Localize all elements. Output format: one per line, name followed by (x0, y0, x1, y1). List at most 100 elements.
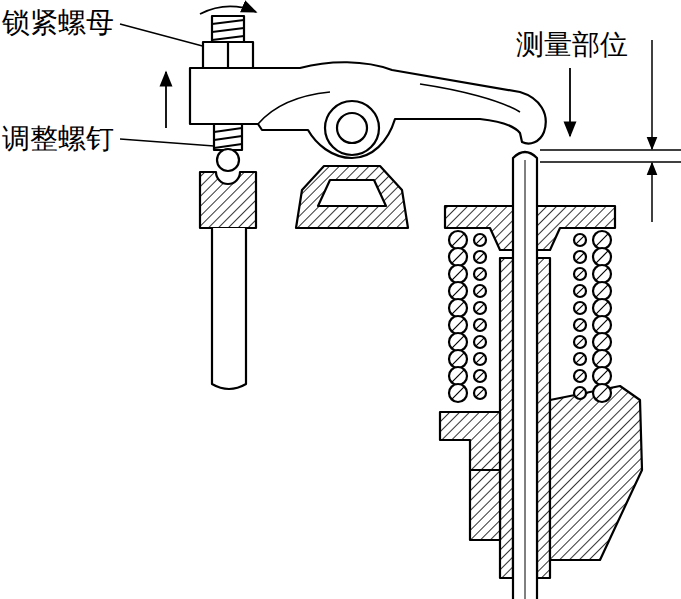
cylinder-head (550, 386, 642, 560)
valve-guide (537, 258, 550, 578)
spring-coil (596, 285, 609, 298)
spring-coil (596, 302, 609, 315)
spring-coil (452, 268, 465, 281)
spring-coil (596, 387, 609, 400)
spring-coil (576, 270, 584, 278)
spring-coil (474, 353, 486, 365)
valve-stem (525, 160, 526, 599)
spring-coil (596, 353, 609, 366)
spring-coil (576, 372, 584, 380)
part-label: 调整螺钉 (2, 122, 114, 156)
spring-coil (596, 336, 609, 349)
leader-line (120, 24, 210, 48)
spring-coil (574, 336, 586, 348)
spring-coil (574, 251, 586, 263)
pivot-shaft (325, 101, 379, 155)
spring-coil (474, 302, 486, 314)
spring-coil (596, 234, 609, 247)
spring-coil (576, 253, 584, 261)
spring-coil (449, 299, 467, 317)
spring-coil (474, 336, 486, 348)
spring-coil (474, 370, 486, 382)
spring-coil (576, 389, 584, 397)
rocker-arm (258, 84, 520, 124)
spring-coil (476, 287, 484, 295)
rotation-arrow (200, 6, 256, 14)
spring-coil (596, 251, 609, 264)
spring-coil (452, 302, 465, 315)
spring-coil (574, 268, 586, 280)
valve-stem (513, 152, 537, 599)
spring-coil (449, 231, 467, 249)
spring-coil (476, 355, 484, 363)
spring-coil (449, 384, 467, 402)
push-rod-cup (200, 172, 256, 228)
spring-coil (593, 384, 611, 402)
spring-coil (452, 285, 465, 298)
spring-coil (593, 265, 611, 283)
spring-coil (474, 387, 486, 399)
dimension-arrow (651, 163, 653, 222)
spring-coil (476, 338, 484, 346)
spring-coil (452, 370, 465, 383)
spring-coil (593, 333, 611, 351)
spring-coil (596, 319, 609, 332)
spring-coil (574, 302, 586, 314)
spring-coil (476, 270, 484, 278)
spring-coil (474, 268, 486, 280)
lock-nut (203, 16, 253, 68)
spring-coil (474, 234, 486, 246)
spring-coil (449, 265, 467, 283)
spring-coil (449, 350, 467, 368)
spring-coil (593, 299, 611, 317)
spring-coil (452, 319, 465, 332)
spring-coil (474, 319, 486, 331)
part-label: 测量部位 (516, 28, 628, 62)
spring-coil (576, 321, 584, 329)
spring-coil (596, 370, 609, 383)
rocker-support (296, 166, 408, 228)
spring-coil (452, 251, 465, 264)
spring-coil (576, 287, 584, 295)
spring-coil (574, 319, 586, 331)
valve-guide (500, 258, 513, 578)
rocker-support (318, 180, 386, 206)
spring-coil (476, 236, 484, 244)
spring-coil (452, 234, 465, 247)
spring-coil (449, 316, 467, 334)
spring-coil (476, 321, 484, 329)
spring-coil (452, 353, 465, 366)
spring-coil (576, 338, 584, 346)
spring-coil (476, 389, 484, 397)
spring-coil (593, 316, 611, 334)
spring-coil (449, 248, 467, 266)
spring-coil (576, 304, 584, 312)
spring-coil (574, 353, 586, 365)
spring-coil (476, 253, 484, 261)
part-label: 锁紧螺母 (2, 6, 114, 40)
spring-coil (593, 350, 611, 368)
measure-arrow (569, 68, 571, 136)
spring-coil (593, 367, 611, 385)
spring-coil (474, 285, 486, 297)
spring-coil (476, 304, 484, 312)
spring-coil (449, 282, 467, 300)
motion-arrow (165, 72, 167, 128)
dimension-arrow (651, 40, 653, 149)
spring-coil (452, 387, 465, 400)
spring-coil (574, 387, 586, 399)
spring-coil (449, 367, 467, 385)
spring-coil (574, 370, 586, 382)
spring-coil (593, 231, 611, 249)
dimension-line (540, 161, 681, 163)
spring-coil (474, 251, 486, 263)
cylinder-head (470, 470, 500, 540)
adjusting-screw (214, 124, 242, 171)
rocker-arm (190, 62, 546, 158)
spring-coil (574, 285, 586, 297)
cylinder-head (440, 412, 500, 470)
push-rod (212, 228, 246, 389)
spring-coil (452, 336, 465, 349)
spring-coil (593, 248, 611, 266)
